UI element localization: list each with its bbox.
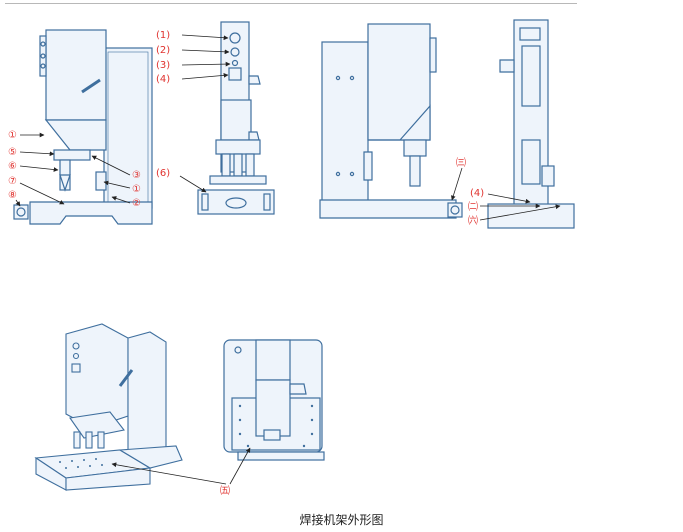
callout-p3: (3) [156,60,170,71]
callout-8: ⑧ [8,190,17,201]
callout-p1: (1) [156,30,170,41]
callout-2: ② [132,198,141,209]
callout-r4: (4) [470,188,484,199]
callout-r2: ㈡ [468,201,478,213]
callout-5: ⑤ [8,147,17,158]
callout-r6: ㈥ [468,215,478,227]
isometric-view [34,323,183,491]
callout-p2: (2) [156,45,170,56]
right-view-callouts: ㈢ (4) ㈡ ㈥ [450,157,561,227]
figure-caption: 焊接机架外形图 [299,513,384,527]
callout-r3: ㈢ [456,157,466,169]
callout-p6: (6) [156,168,170,179]
top-view [223,339,325,461]
callout-1b: ① [132,184,141,195]
callout-p4: (4) [156,74,170,85]
top-grid-holes [238,404,314,448]
top-rule [5,3,577,4]
callout-7: ⑦ [8,176,17,187]
bottom-callouts: ㈤ [111,447,251,497]
iso-grid-holes [59,458,103,469]
left-view-callouts: ① ⑤ ⑥ ⑦ ⑧ ③ ① ② [8,130,141,209]
callout-3: ③ [132,170,141,181]
callout-6: ⑥ [8,161,17,172]
front-view [197,21,275,215]
front-view-callouts: (1) (2) (3) (4) (6) [156,30,231,193]
side-view-right [319,19,575,229]
callout-5-cn: ㈤ [220,484,230,497]
side-view-left [13,29,153,225]
callout-1: ① [8,130,17,141]
